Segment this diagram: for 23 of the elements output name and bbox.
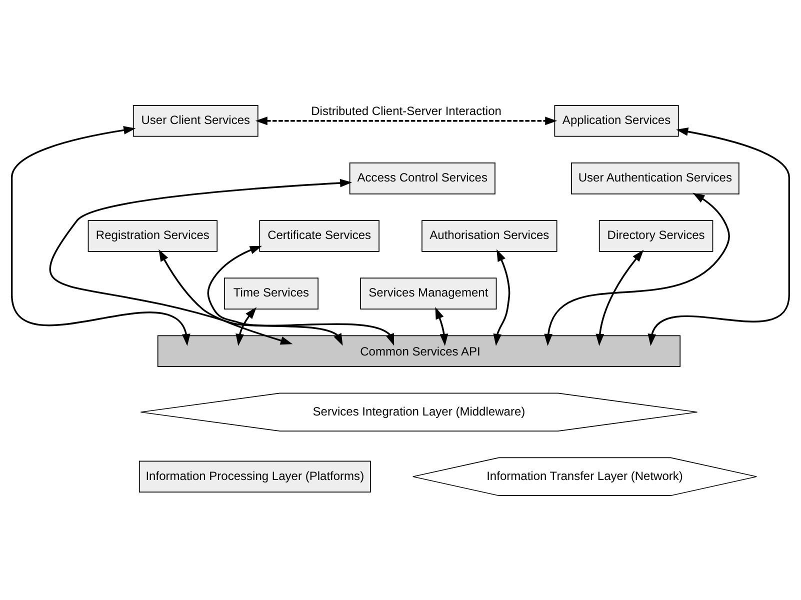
node-box: Information Processing Layer (Platforms)	[138, 460, 371, 492]
edge-label: Distributed Client-Server Interaction	[311, 104, 502, 118]
arrow	[207, 245, 394, 346]
arrow	[10, 126, 190, 346]
node-box: Application Services	[554, 104, 679, 136]
arrow	[648, 126, 790, 346]
arrow	[255, 116, 558, 125]
node-box: Time Services	[224, 277, 318, 309]
node-box: User Client Services	[132, 104, 258, 136]
node-box: Directory Services	[598, 220, 714, 252]
arrow	[435, 306, 448, 346]
arrow	[544, 192, 730, 346]
arrow	[596, 249, 644, 346]
node-box: Services Management	[360, 277, 497, 309]
node-box: User Authentication Services	[571, 162, 740, 194]
arrow	[158, 248, 293, 344]
node-box: Authorisation Services	[422, 220, 558, 252]
arrow	[493, 248, 510, 346]
arrow	[49, 178, 352, 346]
node-box: Access Control Services	[349, 162, 496, 194]
node-box: Certificate Services	[259, 220, 380, 252]
node-box: Registration Services	[88, 220, 218, 252]
arrow	[236, 306, 257, 346]
